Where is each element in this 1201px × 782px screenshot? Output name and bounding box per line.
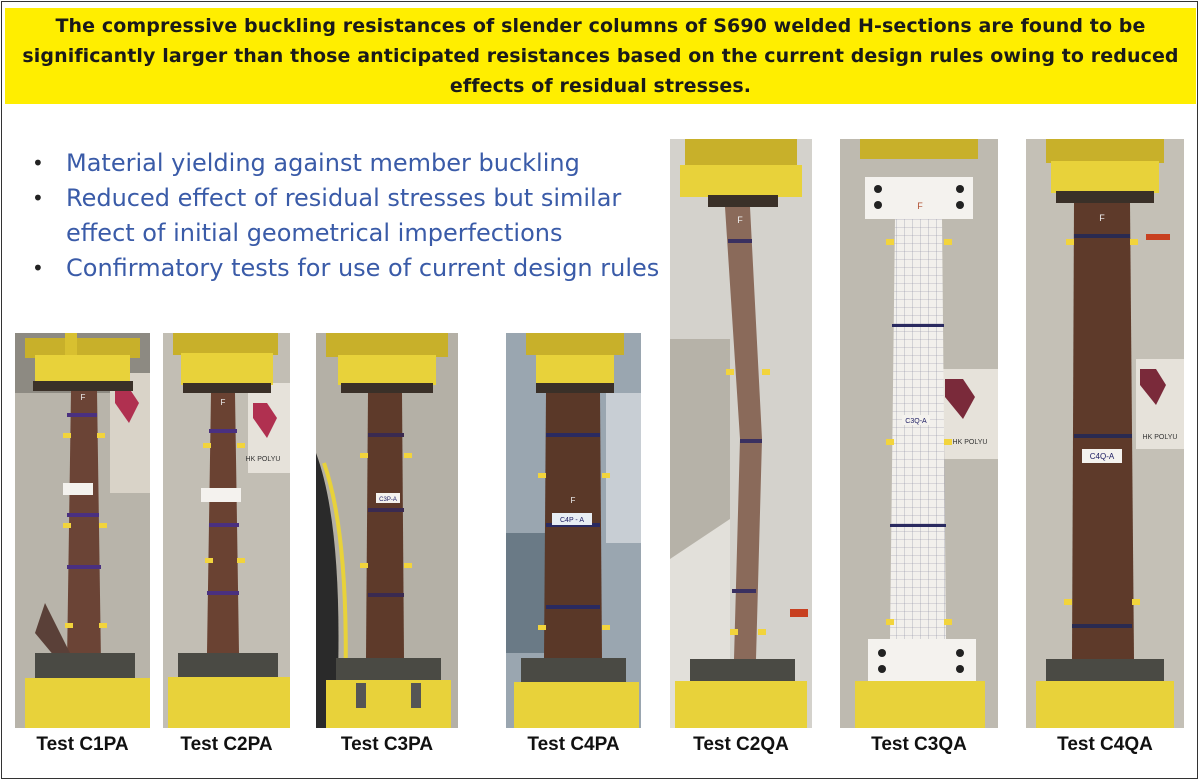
marker-text: F [737, 215, 743, 225]
finding-item: • Material yielding against member buckl… [28, 146, 659, 181]
finding-text: Confirmatory tests for use of current de… [66, 254, 660, 282]
finding-text-continued: effect of initial geometrical imperfecti… [66, 219, 563, 247]
specimen-tag: C3Q-A [905, 418, 927, 425]
column-test-illustration: HK POLYU C3Q-A F [840, 139, 998, 728]
lab-logo-text: HK POLYU [246, 456, 281, 463]
caption-c2pa: Test C2PA [180, 734, 273, 755]
test-photo-c3pa: C3P-A [316, 333, 458, 728]
test-photo-c4qa: HK POLYU C4Q-A F [1026, 139, 1184, 728]
column-test-illustration: F [15, 333, 150, 728]
bullet-icon: • [32, 186, 44, 210]
bullet-icon: • [32, 256, 44, 280]
summary-banner: The compressive buckling resistances of … [5, 8, 1196, 104]
banner-line-1: The compressive buckling resistances of … [55, 15, 1146, 37]
specimen-tag: C4Q-A [1090, 452, 1115, 461]
finding-item: • Confirmatory tests for use of current … [28, 251, 659, 286]
caption-c1pa: Test C1PA [36, 734, 129, 755]
findings-list: • Material yielding against member buckl… [28, 146, 659, 286]
bullet-icon: • [32, 151, 44, 175]
column-test-illustration: HK POLYU F [163, 333, 290, 728]
marker-text: F [221, 398, 226, 407]
lab-logo-text: HK POLYU [953, 439, 988, 446]
marker-text: F [1099, 213, 1105, 223]
column-test-illustration: C3P-A [316, 333, 458, 728]
banner-line-2: significantly larger than those anticipa… [22, 45, 1179, 67]
specimen-tag: C4P - A [560, 517, 584, 524]
caption-c2qa: Test C2QA [693, 734, 789, 755]
finding-item: • Reduced effect of residual stresses bu… [28, 181, 659, 251]
specimen-tag: C3P-A [379, 497, 397, 503]
test-photo-c3qa: HK POLYU C3Q-A F [840, 139, 998, 728]
banner-line-3: effects of residual stresses. [449, 75, 752, 97]
column-test-illustration: F [670, 139, 812, 728]
column-test-illustration: HK POLYU C4Q-A F [1026, 139, 1184, 728]
test-photo-c2pa: HK POLYU F [163, 333, 290, 728]
caption-c4pa: Test C4PA [527, 734, 620, 755]
marker-text: F [571, 496, 576, 505]
test-photo-c2qa: F [670, 139, 812, 728]
finding-text: Material yielding against member bucklin… [66, 149, 580, 177]
lab-logo-text: HK POLYU [1143, 434, 1178, 441]
caption-c4qa: Test C4QA [1057, 734, 1153, 755]
caption-c3pa: Test C3PA [340, 734, 434, 755]
marker-text: F [81, 393, 86, 402]
marker-text: F [917, 201, 923, 211]
finding-text: Reduced effect of residual stresses but … [66, 184, 622, 212]
test-photo-c1pa: F [15, 333, 150, 728]
column-test-illustration: C4P - A F [506, 333, 641, 728]
caption-c3qa: Test C3QA [871, 734, 967, 755]
test-photo-c4pa: C4P - A F [506, 333, 641, 728]
